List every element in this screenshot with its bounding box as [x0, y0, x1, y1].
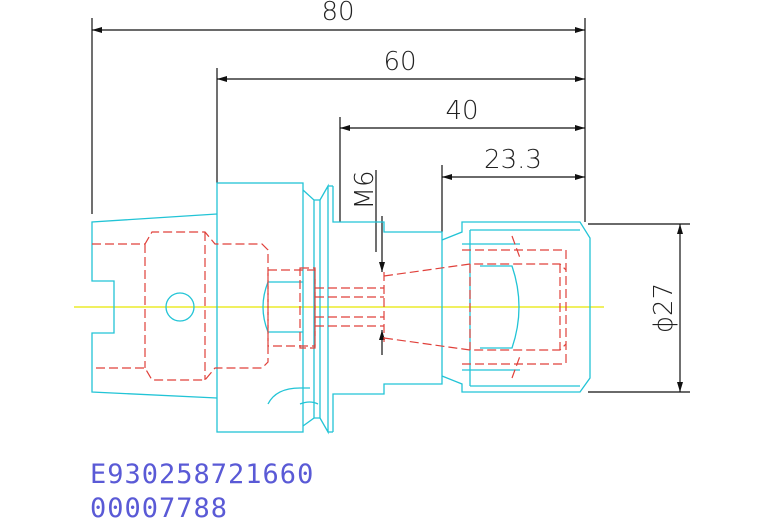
part-number-text: E930258721660 — [90, 459, 314, 490]
dim-60-label: 60 — [383, 47, 416, 77]
part-outline — [91, 182, 591, 435]
dimension-lines — [91, 18, 690, 393]
dim-40-label: 40 — [445, 96, 478, 126]
hidden-lines — [92, 231, 567, 381]
serial-text: 00007788 — [90, 493, 228, 523]
dim-80-label: 80 — [321, 0, 354, 27]
dimension-labels: 80 60 40 23.3 M6 ϕ27 — [321, 0, 679, 333]
dim-23-label: 23.3 — [484, 145, 542, 175]
part-codes: E930258721660 00007788 — [90, 459, 314, 523]
dim-diameter-label: ϕ27 — [649, 283, 679, 333]
dim-m6-label: M6 — [350, 171, 380, 210]
